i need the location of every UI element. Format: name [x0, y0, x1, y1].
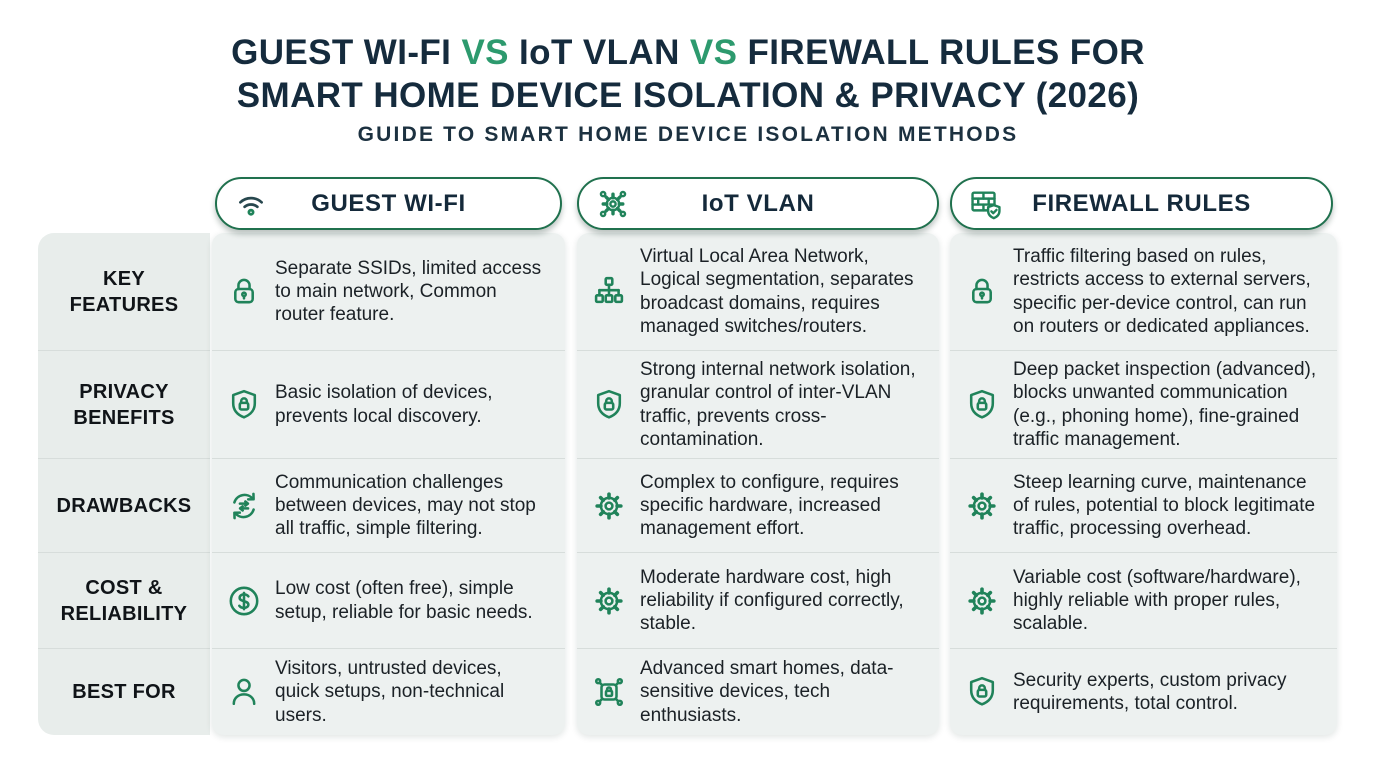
infographic-subtitle: GUIDE TO SMART HOME DEVICE ISOLATION MET… — [357, 123, 1019, 146]
data-column-guest-wifi: Separate SSIDs, limited access to main n… — [212, 233, 565, 735]
cell-text: Variable cost (software/hardware), highl… — [1013, 566, 1301, 635]
cell-iot-vlan-cost-reliability: Moderate hardware cost, high reliability… — [577, 552, 939, 648]
cell-text: Separate SSIDs, limited access to main n… — [275, 257, 542, 326]
cell-firewall-rules-cost-reliability: Variable cost (software/hardware), highl… — [950, 552, 1337, 648]
firewall-brick-shield-icon — [969, 187, 1003, 221]
cell-text: Advanced smart homes, data-sensitive dev… — [640, 658, 894, 726]
cell-guest-wifi-drawbacks: Communication challenges between devices… — [212, 458, 565, 552]
cell-text: Complex to configure, requires specific … — [640, 471, 899, 540]
shield-lock-icon — [964, 674, 1000, 710]
cell-firewall-rules-privacy-benefits: Deep packet inspection (advanced), block… — [950, 350, 1337, 458]
data-column-firewall-rules: Traffic filtering based on rules, restri… — [950, 233, 1337, 735]
shield-lock-icon — [964, 387, 1000, 423]
cell-guest-wifi-privacy-benefits: Basic isolation of devices, prevents loc… — [212, 350, 565, 458]
person-icon — [226, 674, 262, 710]
padlock-icon — [964, 274, 1000, 310]
wifi-icon — [234, 187, 268, 221]
row-label-key-features: KEY FEATURES — [69, 267, 179, 316]
network-tree-icon — [591, 274, 627, 310]
row-label-best-for: BEST FOR — [38, 648, 210, 735]
gear-icon — [591, 488, 627, 524]
cell-iot-vlan-privacy-benefits: Strong internal network isolation, granu… — [577, 350, 939, 458]
cell-text: Strong internal network isolation, granu… — [640, 359, 916, 450]
shield-lock-icon — [591, 387, 627, 423]
title-vs-accent: VS — [689, 33, 738, 72]
dollar-circle-icon — [226, 583, 262, 619]
column-header-pill-firewall-rules: FIREWALL RULES — [950, 177, 1333, 230]
infographic-title-line2: SMART HOME DEVICE ISOLATION & PRIVACY (2… — [236, 76, 1140, 115]
cell-iot-vlan-drawbacks: Complex to configure, requires specific … — [577, 458, 939, 552]
cell-firewall-rules-key-features: Traffic filtering based on rules, restri… — [950, 233, 1337, 350]
cell-text: Steep learning curve, maintenance of rul… — [1013, 471, 1316, 540]
title-segment: GUEST WI-FI — [231, 33, 462, 72]
column-header-label-iot-vlan: IoT VLAN — [701, 189, 815, 217]
cell-iot-vlan-best-for: Advanced smart homes, data-sensitive dev… — [577, 648, 939, 735]
column-header-pill-iot-vlan: IoT VLAN — [577, 177, 939, 230]
cell-text: Security experts, custom privacy require… — [1013, 669, 1287, 714]
column-header-label-guest-wifi: GUEST WI-FI — [311, 189, 466, 217]
gear-icon — [964, 583, 1000, 619]
cell-firewall-rules-drawbacks: Steep learning curve, maintenance of rul… — [950, 458, 1337, 552]
cell-text: Deep packet inspection (advanced), block… — [1013, 359, 1317, 450]
column-header-label-firewall-rules: FIREWALL RULES — [1032, 189, 1251, 217]
cell-text: Moderate hardware cost, high reliability… — [640, 566, 904, 635]
padlock-icon — [226, 274, 262, 310]
data-column-iot-vlan: Virtual Local Area Network, Logical segm… — [577, 233, 939, 735]
cell-text: Basic isolation of devices, prevents loc… — [275, 382, 493, 427]
cell-text: Low cost (often free), simple setup, rel… — [275, 578, 533, 623]
cell-guest-wifi-cost-reliability: Low cost (often free), simple setup, rel… — [212, 552, 565, 648]
row-label-privacy-benefits: PRIVACY BENEFITS — [38, 350, 210, 458]
infographic-title-line1: GUEST WI-FI VS IoT VLAN VS FIREWALL RULE… — [0, 31, 1376, 74]
cell-text: Visitors, untrusted devices, quick setup… — [275, 658, 505, 726]
cell-guest-wifi-key-features: Separate SSIDs, limited access to main n… — [212, 233, 565, 350]
row-label-drawbacks: DRAWBACKS — [38, 458, 210, 552]
iot-chip-lock-icon — [591, 674, 627, 710]
shield-lock-icon — [226, 387, 262, 423]
sync-arrows-icon — [226, 488, 262, 524]
cell-guest-wifi-best-for: Visitors, untrusted devices, quick setup… — [212, 648, 565, 735]
iot-gear-network-icon — [596, 187, 630, 221]
column-header-pill-guest-wifi: GUEST WI-FI — [215, 177, 562, 230]
title-segment: FIREWALL RULES FOR — [737, 33, 1145, 72]
cell-text: Traffic filtering based on rules, restri… — [1013, 246, 1311, 337]
cell-text: Communication challenges between devices… — [275, 471, 536, 540]
cell-iot-vlan-key-features: Virtual Local Area Network, Logical segm… — [577, 233, 939, 350]
row-label-cost-reliability: COST & RELIABILITY — [38, 552, 210, 648]
gear-icon — [964, 488, 1000, 524]
cell-text: Virtual Local Area Network, Logical segm… — [640, 246, 914, 337]
cell-firewall-rules-best-for: Security experts, custom privacy require… — [950, 648, 1337, 735]
title-segment: IoT VLAN — [508, 33, 690, 72]
gear-icon — [591, 583, 627, 619]
title-vs-accent: VS — [461, 33, 509, 72]
